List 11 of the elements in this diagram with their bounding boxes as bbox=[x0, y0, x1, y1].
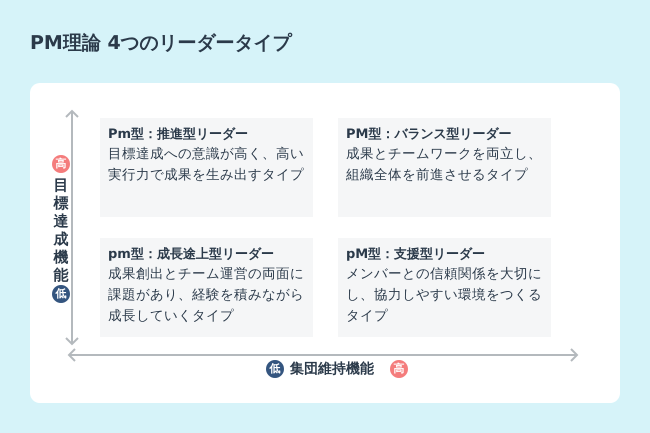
quadrant-description: 目標達成への意識が高く、高い実行力で成果を生み出すタイプ bbox=[108, 145, 305, 186]
quadrant-heading: pm型：成長途上型リーダー bbox=[108, 246, 275, 264]
quadrant-description: 成果創出とチーム運営の両面に課題があり、経験を積みながら成長していくタイプ bbox=[108, 265, 305, 326]
quadrant-description: 成果とチームワークを両立し、組織全体を前進させるタイプ bbox=[346, 145, 543, 186]
title: PM理論 4つのリーダータイプ bbox=[30, 31, 292, 56]
quadrant-heading: Pm型：推進型リーダー bbox=[108, 126, 250, 144]
axis-label: 目標達成機能 bbox=[53, 176, 69, 284]
axis-label: 集団維持機能 bbox=[290, 360, 374, 378]
quadrant-heading: pM型：支援型リーダー bbox=[346, 246, 486, 264]
quadrant-heading: PM型：バランス型リーダー bbox=[346, 126, 512, 144]
quadrant-description: メンバーとの信頼関係を大切にし、協力しやすい環境をつくるタイプ bbox=[346, 265, 543, 326]
